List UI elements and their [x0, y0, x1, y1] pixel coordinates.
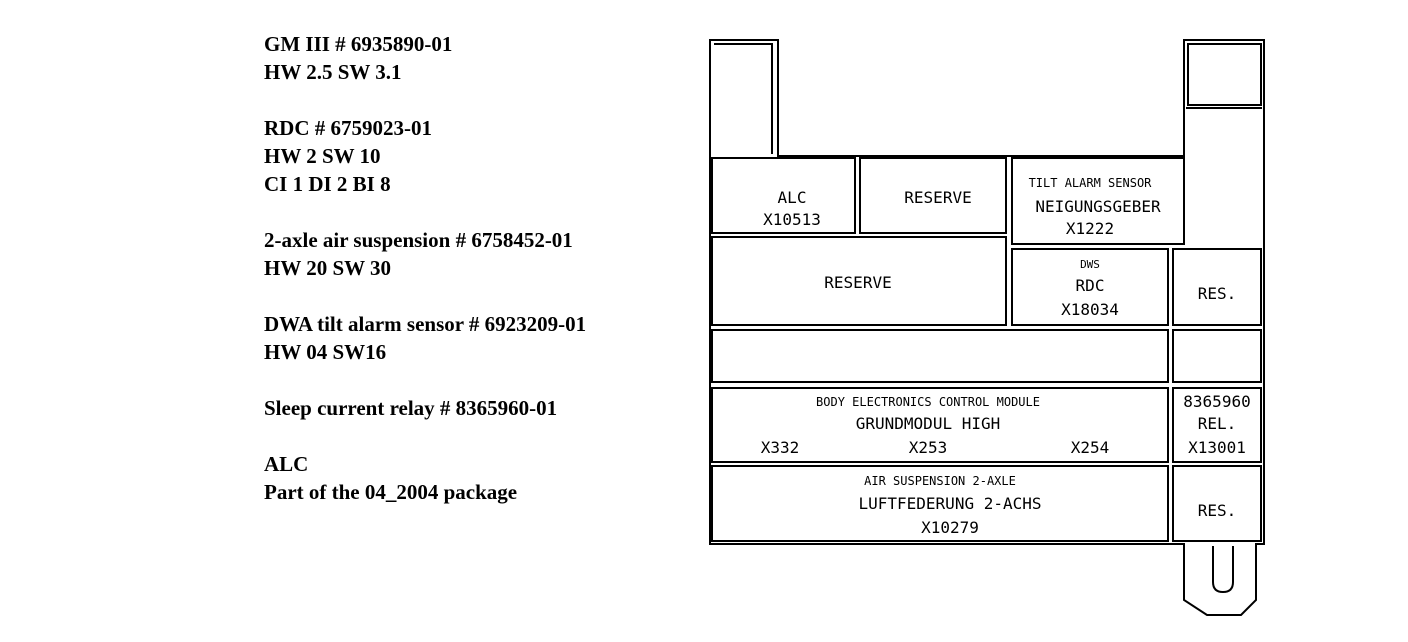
note-group-gm3: GM III # 6935890-01 HW 2.5 SW 3.1 [264, 30, 620, 86]
air-label: LUFTFEDERUNG 2-ACHS [858, 494, 1041, 513]
note-group-air-suspension: 2-axle air suspension # 6758452-01 HW 20… [264, 226, 620, 282]
note-line: CI 1 DI 2 BI 8 [264, 172, 391, 196]
note-line: 2-axle air suspension # 6758452-01 [264, 228, 573, 252]
note-line: Sleep current relay # 8365960-01 [264, 396, 558, 420]
air-suspension-module [711, 465, 1169, 542]
reserve-mid-label: RESERVE [824, 273, 891, 292]
note-line: ALC [264, 452, 309, 476]
rdc-title: DWS [1080, 258, 1100, 271]
housing-outline [709, 39, 1265, 616]
body-code-1: X332 [761, 438, 800, 457]
res-slot-2 [1172, 465, 1262, 542]
bottom-connector-slot [1212, 546, 1234, 594]
body-code-3: X254 [1071, 438, 1110, 457]
rdc-module [1011, 248, 1169, 326]
air-code: X10279 [921, 518, 979, 537]
body-electronics-module [711, 387, 1169, 463]
relay-label: REL. [1198, 414, 1237, 433]
blank-slot-wide [711, 329, 1169, 383]
reserve-mid-slot [711, 236, 1007, 326]
reserve-top-slot [859, 157, 1007, 234]
note-line: DWA tilt alarm sensor # 6923209-01 [264, 312, 587, 336]
res-slot-1-label: RES. [1198, 284, 1237, 303]
relay-code: X13001 [1188, 438, 1246, 457]
tilt-title: TILT ALARM SENSOR [1029, 176, 1153, 190]
tilt-code: X1222 [1066, 219, 1114, 238]
alc-label: ALC [778, 188, 807, 207]
tilt-sensor-module [1011, 157, 1185, 245]
body-code-2: X253 [909, 438, 948, 457]
blank-slot-small [1172, 329, 1262, 383]
note-line: Part of the 04_2004 package [264, 480, 518, 504]
rdc-label: RDC [1076, 276, 1105, 295]
body-label: GRUNDMODUL HIGH [856, 414, 1001, 433]
tilt-label: NEIGUNGSGEBER [1035, 197, 1161, 216]
note-group-alc: ALC Part of the 04_2004 package [264, 450, 620, 506]
air-title: AIR SUSPENSION 2-AXLE [864, 474, 1016, 488]
alc-code: X10513 [763, 210, 821, 229]
rdc-code: X18034 [1061, 300, 1119, 319]
note-line: HW 04 SW16 [264, 340, 387, 364]
part-notes: GM III # 6935890-01 HW 2.5 SW 3.1 RDC # … [264, 30, 620, 534]
note-line: HW 2.5 SW 3.1 [264, 60, 402, 84]
note-line: HW 2 SW 10 [264, 144, 381, 168]
note-line: RDC # 6759023-01 [264, 116, 432, 140]
res-slot-1 [1172, 248, 1262, 326]
body-title: BODY ELECTRONICS CONTROL MODULE [816, 395, 1040, 409]
note-line: GM III # 6935890-01 [264, 32, 453, 56]
relay-module [1172, 387, 1262, 463]
res-slot-2-label: RES. [1198, 501, 1237, 520]
alc-module [711, 157, 856, 234]
relay-part: 8365960 [1183, 392, 1250, 411]
note-group-dwa: DWA tilt alarm sensor # 6923209-01 HW 04… [264, 310, 620, 366]
note-group-rdc: RDC # 6759023-01 HW 2 SW 10 CI 1 DI 2 BI… [264, 114, 620, 198]
reserve-top-label: RESERVE [904, 188, 971, 207]
top-right-slot [1187, 43, 1262, 106]
note-group-relay: Sleep current relay # 8365960-01 [264, 394, 620, 422]
left-tab-inner [714, 43, 773, 154]
note-line: HW 20 SW 30 [264, 256, 392, 280]
